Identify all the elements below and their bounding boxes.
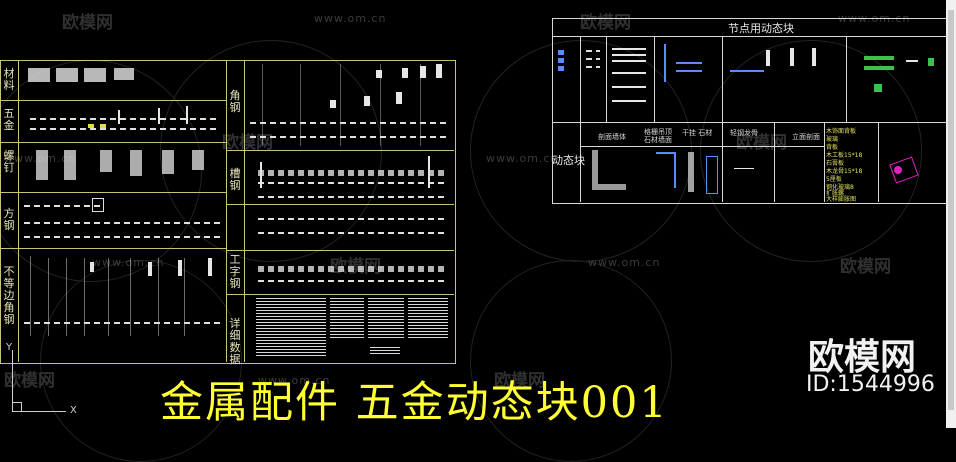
sub-header-section-wall: 剖面墙体: [598, 133, 626, 141]
legend-item: 扩胀螺: [826, 190, 845, 197]
sub-header-elevation: 立面剖面: [792, 133, 820, 141]
dynamic-block-label: 动态块: [552, 154, 585, 167]
row-label-square-steel: 方钢: [3, 207, 15, 232]
watermark-logo: 欧模网: [222, 133, 273, 153]
col-label-channel-steel: 槽钢: [229, 167, 241, 192]
watermark-logo: 欧模网: [62, 13, 113, 33]
ucs-x-label: X: [70, 405, 77, 416]
node-panel-title: 节点用动态块: [728, 22, 794, 35]
legend-item: 石膏板: [826, 160, 845, 167]
col-label-angle-steel: 角钢: [229, 89, 241, 114]
watermark-site: www.om.cn: [486, 152, 559, 165]
sub-header-dry-hang: 干挂 石材: [682, 129, 713, 137]
legend-item: 5厘板: [826, 176, 842, 183]
center-divider: [226, 60, 227, 362]
watermark-logo: 欧模网: [840, 257, 891, 277]
sub-header-light-steel: 轻钢龙骨: [730, 129, 758, 137]
legend-item: 木饰面背板: [826, 128, 857, 135]
watermark-site: www.om.cn: [314, 12, 387, 25]
legend-item: 背板: [826, 144, 839, 151]
ucs-y-label: Y: [6, 342, 13, 353]
watermark-site: www.om.cn: [258, 374, 331, 387]
watermark-logo: 欧模网: [494, 371, 545, 391]
legend-item: 玻璃: [826, 136, 839, 143]
legend-item: 大样膨胀图: [826, 196, 857, 203]
row-label-material: 材料: [3, 67, 15, 92]
watermark-logo: 欧模网: [4, 371, 55, 391]
row-label-unequal-angle: 不等边角钢: [3, 265, 15, 326]
label-column-divider: [18, 60, 19, 362]
drawing-title: 金属配件 五金动态块001: [160, 378, 669, 428]
col-label-i-beam: 工字钢: [229, 253, 241, 290]
sub-header-grid-ceiling: 格栅吊顶 石材墙面: [644, 128, 672, 144]
brand-id: ID:1544996: [806, 372, 935, 397]
right-label-divider: [244, 60, 245, 362]
legend-item: 木工板15*18: [826, 152, 863, 159]
sheet-frame: [0, 60, 456, 364]
watermark-site: www.om.cn: [588, 256, 661, 269]
scrollbar-thumb[interactable]: [948, 10, 954, 410]
row-label-screw: 螺钉: [3, 149, 15, 174]
brand-logo-text: 欧模网: [808, 337, 917, 378]
col-label-detail-data: 详细数据: [229, 317, 241, 366]
watermark-site: www.om.cn: [92, 256, 165, 269]
legend-item: 钢化玻璃8: [826, 184, 854, 191]
row-label-hardware: 五金: [3, 107, 15, 132]
legend-item: 木龙骨15*18: [826, 168, 863, 175]
